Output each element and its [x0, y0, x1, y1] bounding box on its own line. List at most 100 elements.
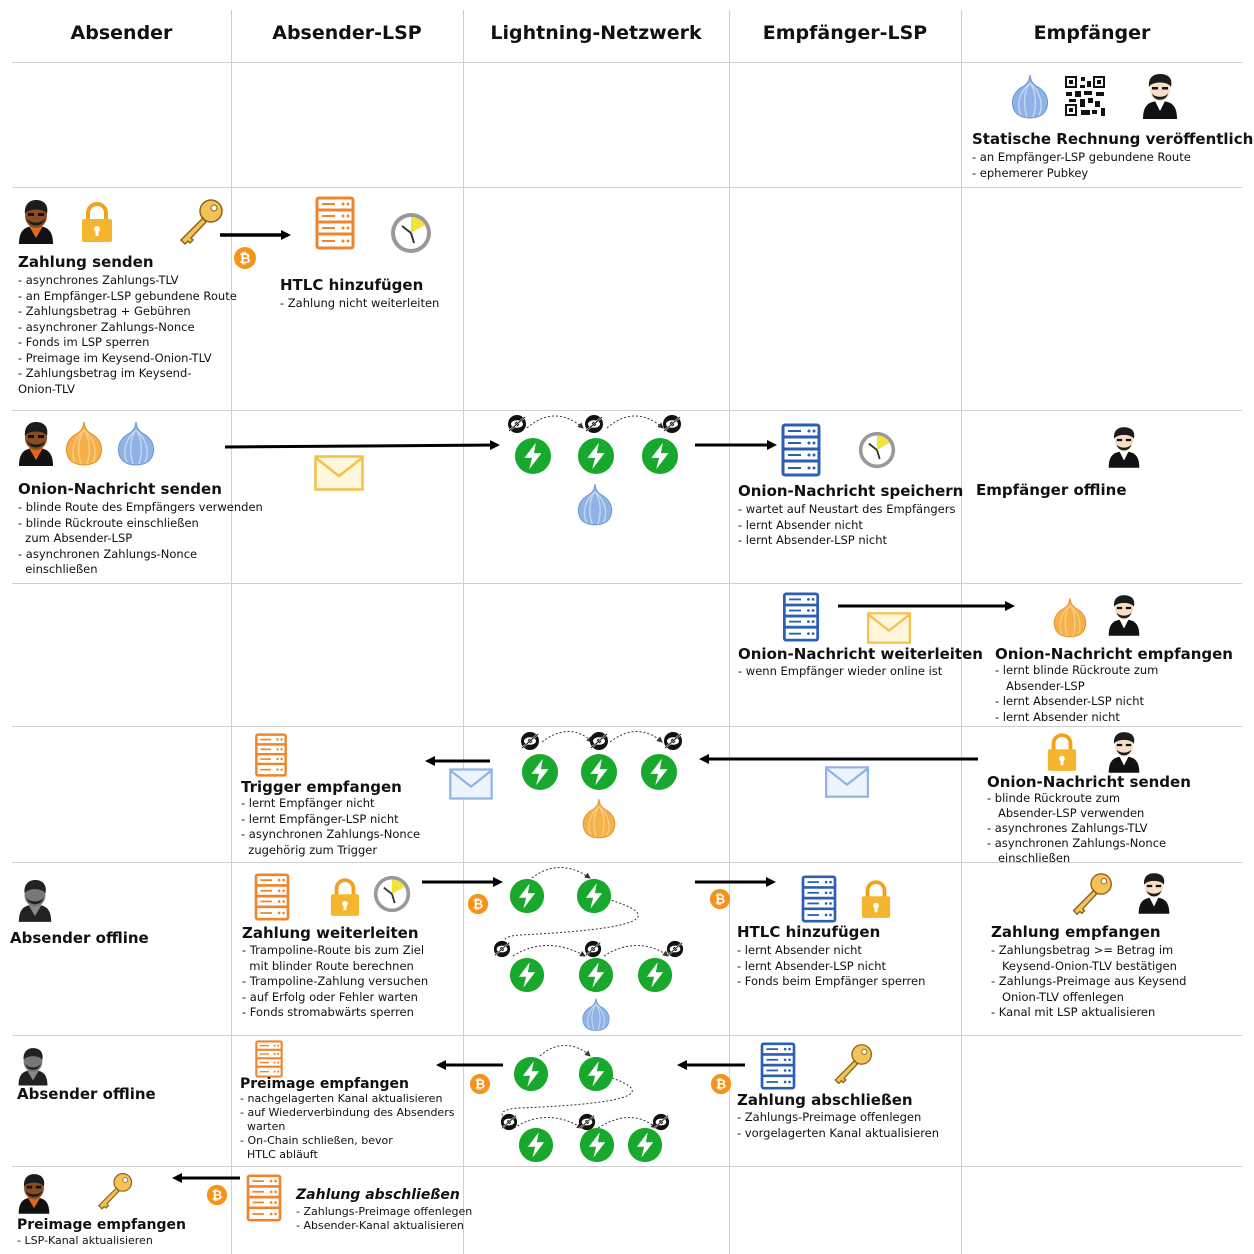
step-details: - an Empfänger-LSP gebundene Route - eph… [972, 150, 1191, 181]
column-divider [463, 10, 464, 1254]
detail-item: - LSP-Kanal aktualisieren [17, 1234, 153, 1247]
detail-item: - asynchrones Zahlungs-TLV [18, 273, 179, 287]
detail-item: - lernt Empfänger nicht [241, 796, 375, 810]
detail-item: - On-Chain schließen, bevor [240, 1134, 393, 1147]
step-title: Onion-Nachricht empfangen [995, 645, 1233, 663]
step-details: - Trampoline-Route bis zum Ziel mit blin… [242, 943, 428, 1021]
detail-item: - Preimage im Keysend-Onion-TLV [18, 350, 212, 365]
detail-item: warten [240, 1120, 286, 1133]
row-divider [12, 1035, 1242, 1036]
detail-item: - Fonds im LSP sperren [18, 335, 150, 349]
detail-item: - blinde Route des Empfängers verwenden [18, 500, 263, 514]
detail-item: - lernt blinde Rückroute zum [995, 663, 1159, 677]
detail-item: - lernt Absender-LSP nicht [737, 958, 886, 973]
column-header-receiver-lsp: Empfänger-LSP [762, 22, 928, 44]
detail-item: - an Empfänger-LSP gebundene Route [972, 150, 1191, 164]
step-title: Zahlung senden [18, 253, 154, 271]
detail-item: - nachgelagerten Kanal aktualisieren [240, 1092, 443, 1105]
column-divider [961, 10, 962, 1254]
row-divider [12, 1166, 1242, 1167]
detail-item: - lernt Absender nicht [995, 709, 1120, 724]
detail-item: - asynchroner Zahlungs-Nonce [18, 319, 195, 334]
detail-item: - Zahlungs-Preimage offenlegen [737, 1110, 922, 1124]
detail-item: Onion-TLV [18, 381, 75, 396]
step-title: Onion-Nachricht weiterleiten [738, 645, 983, 663]
column-header-sender-lsp: Absender-LSP [272, 22, 422, 44]
detail-item: zugehörig zum Trigger [241, 842, 378, 857]
step-details: - wartet auf Neustart des Empfängers - l… [738, 502, 955, 549]
detail-item: - lernt Empfänger-LSP nicht [241, 811, 399, 826]
step-details: - lernt blinde Rückroute zum Absender-LS… [995, 663, 1158, 725]
column-header-receiver: Empfänger [1033, 22, 1151, 44]
step-title: Onion-Nachricht senden [18, 480, 222, 498]
detail-item: HTLC abläuft [240, 1148, 318, 1161]
step-title: Onion-Nachricht speichern [738, 482, 964, 500]
step-details: - LSP-Kanal aktualisieren [17, 1234, 153, 1248]
detail-item: Keysend-Onion-TLV bestätigen [991, 958, 1177, 973]
step-title: Statische Rechnung veröffentlichen [972, 130, 1254, 148]
detail-item: - Zahlungs-Preimage offenlegen [296, 1205, 473, 1218]
row-divider [12, 862, 1242, 863]
detail-item: Absender-LSP verwenden [987, 806, 1145, 820]
detail-item: - wenn Empfänger wieder online ist [738, 664, 943, 678]
step-details: - blinde Route des Empfängers verwenden … [18, 500, 263, 578]
detail-item: - lernt Absender nicht [737, 943, 862, 957]
row-divider [12, 62, 1242, 63]
detail-item: - auf Erfolg oder Fehler warten [242, 989, 418, 1004]
column-header-lightning-network: Lightning-Netzwerk [490, 22, 702, 44]
step-title: Zahlung weiterleiten [242, 924, 419, 942]
detail-item: - wartet auf Neustart des Empfängers [738, 502, 956, 516]
step-title: Zahlung abschließen [737, 1091, 913, 1109]
detail-item: - Fonds stromabwärts sperren [242, 1005, 414, 1019]
step-details: - Zahlungsbetrag >= Betrag im Keysend-On… [991, 943, 1186, 1021]
row-divider [12, 187, 1242, 188]
detail-item: einschließen [18, 562, 98, 576]
step-title: Preimage empfangen [240, 1076, 409, 1092]
step-details: - wenn Empfänger wieder online ist [738, 664, 942, 680]
step-details: - Zahlungs-Preimage offenlegen - vorgela… [737, 1110, 939, 1141]
detail-item: - asynchronen Zahlungs-Nonce [18, 546, 198, 561]
detail-item: - Trampoline-Zahlung versuchen [242, 974, 429, 988]
detail-item: mit blinder Route berechnen [242, 958, 414, 973]
detail-item: zum Absender-LSP [18, 531, 133, 545]
step-details: - lernt Absender nicht - lernt Absender-… [737, 943, 925, 990]
detail-item: - Zahlungsbetrag >= Betrag im [991, 943, 1174, 957]
column-header-sender: Absender [70, 22, 173, 44]
bitcoin-icon [206, 1184, 228, 1206]
step-title: HTLC hinzufügen [280, 276, 424, 294]
detail-item: - Absender-Kanal aktualisieren [296, 1219, 464, 1232]
detail-item: - ephemerer Pubkey [972, 165, 1089, 180]
detail-item: - lernt Absender-LSP nicht [738, 533, 887, 547]
step-details: - blinde Rückroute zum Absender-LSP verw… [987, 791, 1166, 866]
detail-item: - asynchrones Zahlungs-TLV [987, 821, 1148, 835]
detail-item: Onion-TLV offenlegen [991, 989, 1124, 1004]
step-title: Empfänger offline [976, 481, 1127, 499]
detail-item: einschließen [987, 851, 1071, 865]
step-details: - asynchrones Zahlungs-TLV - an Empfänge… [18, 273, 237, 397]
step-details: - lernt Empfänger nicht - lernt Empfänge… [241, 796, 420, 858]
detail-item: - blinde Rückroute zum [987, 791, 1121, 805]
detail-item: - Kanal mit LSP aktualisieren [991, 1005, 1156, 1019]
step-title: HTLC hinzufügen [737, 923, 881, 941]
detail-item: - vorgelagerten Kanal aktualisieren [737, 1125, 940, 1140]
step-title: Zahlung empfangen [991, 923, 1161, 941]
step-details: - Zahlungs-Preimage offenlegen - Absende… [296, 1205, 472, 1233]
column-divider [231, 10, 232, 1254]
step-title: Zahlung abschließen [296, 1187, 460, 1203]
row-divider [12, 583, 1242, 584]
detail-item: - lernt Absender nicht [738, 517, 863, 532]
detail-item: - Zahlungsbetrag + Gebühren [18, 304, 191, 318]
detail-item: - asynchronen Zahlungs-Nonce [241, 827, 421, 841]
detail-item: Absender-LSP [995, 678, 1085, 693]
step-title: Preimage empfangen [17, 1217, 186, 1233]
detail-item: - blinde Rückroute einschließen [18, 515, 199, 530]
